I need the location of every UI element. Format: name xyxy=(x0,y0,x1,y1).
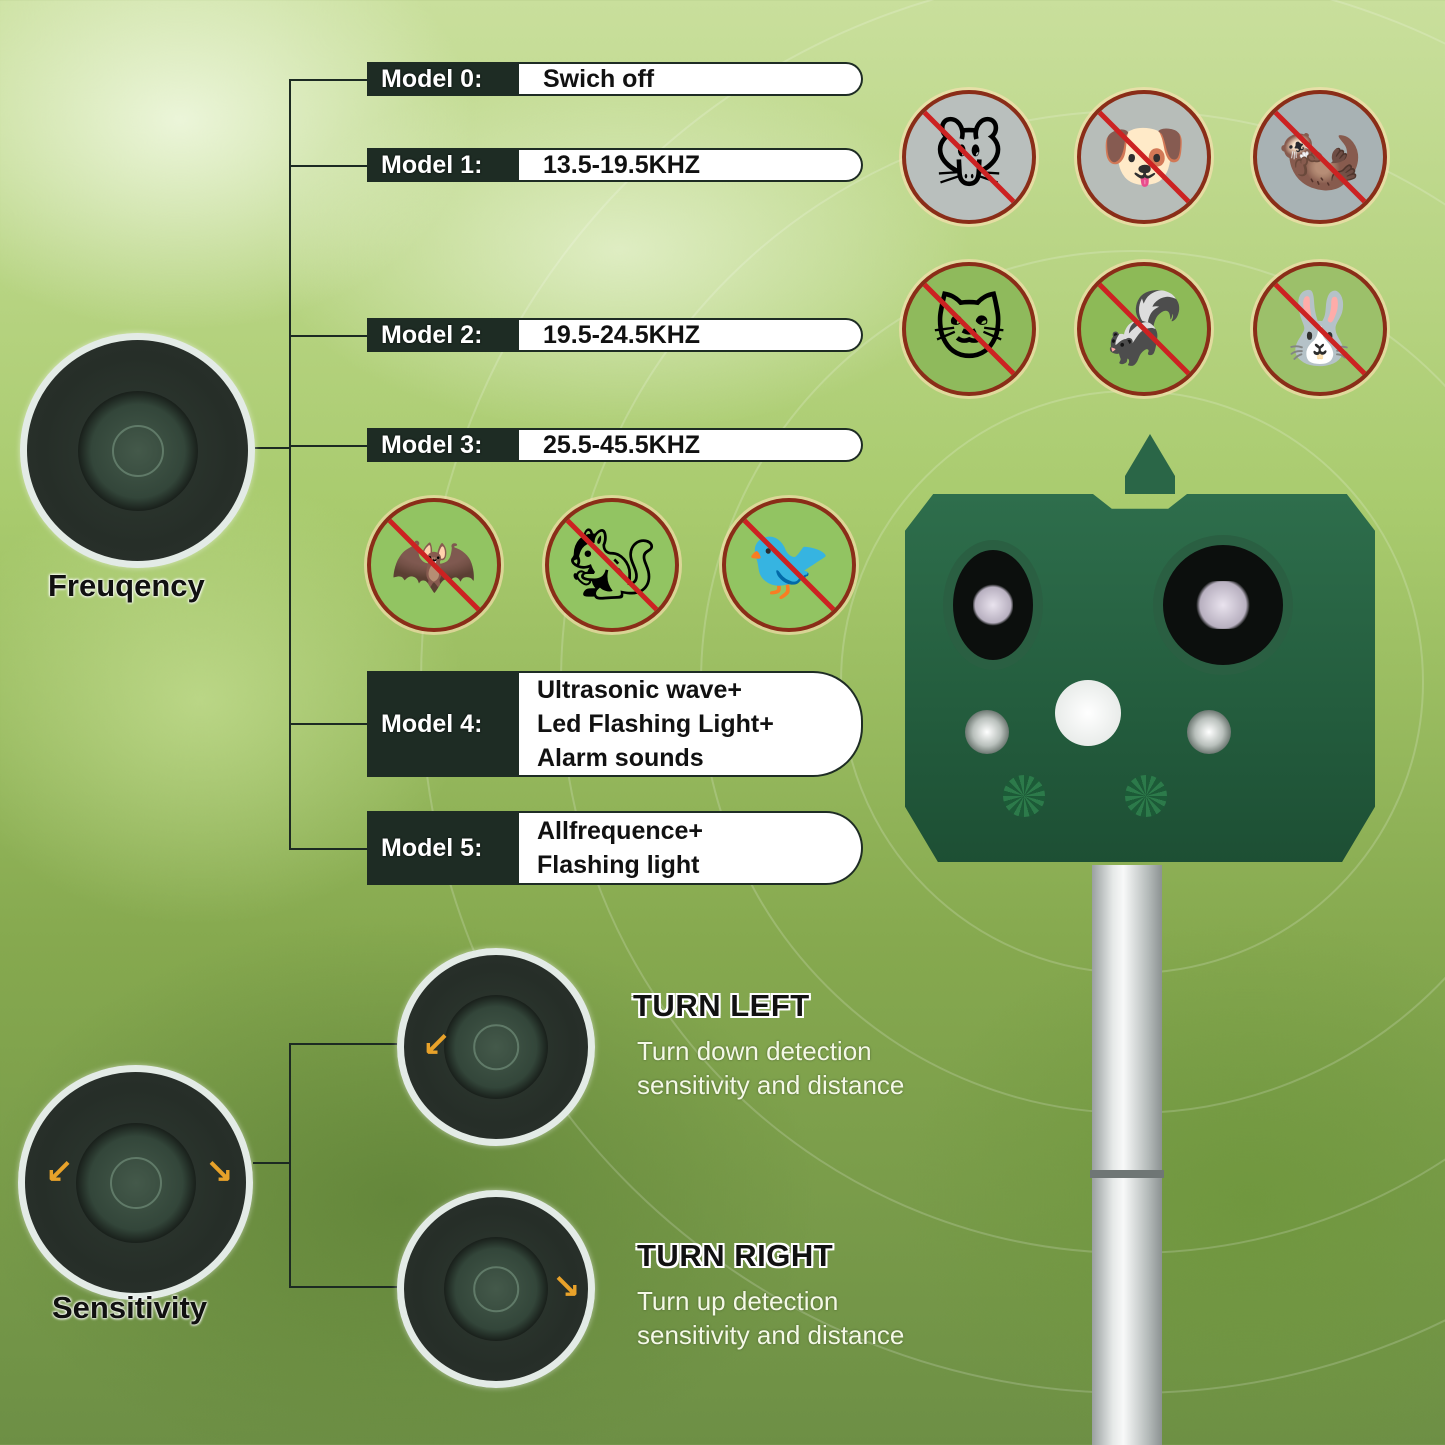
rotate-left-arrow-icon: ↙ xyxy=(45,1153,74,1191)
rotate-right-arrow-icon: ↘ xyxy=(552,1268,581,1306)
turn-right-knob-image: ↘ xyxy=(397,1190,595,1388)
mode-tree-branch xyxy=(289,848,367,850)
banned-bat-icon: 🦇 xyxy=(367,498,501,632)
mode-value: Ultrasonic wave+ Led Flashing Light+ Ala… xyxy=(519,671,863,777)
sensitivity-caption: Sensitivity xyxy=(52,1290,208,1325)
sensitivity-tree-trunk xyxy=(289,1043,291,1287)
mode-tree-branch xyxy=(289,165,367,167)
banned-skunk-icon: 🦨 xyxy=(1077,262,1211,396)
banned-bird-icon: 🐦 xyxy=(722,498,856,632)
mode-value-line: Led Flashing Light+ xyxy=(537,710,774,738)
mode-tree-branch xyxy=(289,79,367,81)
banned-rabbit-icon: 🐰 xyxy=(1253,262,1387,396)
turn-left-title: TURN LEFT xyxy=(633,988,810,1023)
frequency-connector xyxy=(255,447,291,449)
pole-joint xyxy=(1090,1170,1164,1178)
sensitivity-tree-branch xyxy=(289,1043,397,1045)
right-led-light xyxy=(1187,710,1231,754)
mode-value: Swich off xyxy=(519,62,863,96)
mode-row-5: Model 5: Allfrequence+ Flashing light xyxy=(367,811,863,885)
frequency-dial xyxy=(1003,775,1045,817)
mode-row-1: Model 1: 13.5-19.5KHZ xyxy=(367,148,863,182)
mode-label: Model 1: xyxy=(367,148,519,182)
stake-pole xyxy=(1092,865,1162,1445)
mode-label: Model 3: xyxy=(367,428,519,462)
sensitivity-tree-branch xyxy=(289,1286,397,1288)
turn-left-knob-image: ↙ xyxy=(397,948,595,1146)
mode-value-line: Ultrasonic wave+ xyxy=(537,676,742,704)
right-speaker xyxy=(1153,535,1293,675)
mode-row-4: Model 4: Ultrasonic wave+ Led Flashing L… xyxy=(367,671,863,777)
banned-dog-icon: 🐶 xyxy=(1077,90,1211,224)
mode-value: 19.5-24.5KHZ xyxy=(519,318,863,352)
mode-value: 25.5-45.5KHZ xyxy=(519,428,863,462)
frequency-caption: Freuqency xyxy=(48,568,205,603)
frequency-knob-image xyxy=(20,333,255,568)
turn-right-title: TURN RIGHT xyxy=(637,1238,834,1273)
banned-squirrel-icon: 🐿 xyxy=(545,498,679,632)
mode-label: Model 0: xyxy=(367,62,519,96)
mode-label: Model 2: xyxy=(367,318,519,352)
mode-value-line: Allfrequence+ xyxy=(537,817,704,845)
sensitivity-connector xyxy=(253,1162,291,1164)
banned-cat-icon: 🐱 xyxy=(902,262,1036,396)
left-speaker xyxy=(943,540,1043,670)
mode-row-2: Model 2: 19.5-24.5KHZ xyxy=(367,318,863,352)
repeller-device-image xyxy=(905,434,1375,865)
mode-row-3: Model 3: 25.5-45.5KHZ xyxy=(367,428,863,462)
banned-mouse-icon: 🐭 xyxy=(902,90,1036,224)
mode-value-line: Alarm sounds xyxy=(537,744,704,772)
rotate-left-arrow-icon: ↙ xyxy=(422,1026,451,1064)
mode-tree-branch xyxy=(289,335,367,337)
sensitivity-knob-image: ↙ ↘ xyxy=(18,1065,253,1300)
left-led-light xyxy=(965,710,1009,754)
mode-value-line: Flashing light xyxy=(537,851,700,879)
mode-tree-branch xyxy=(289,723,367,725)
mode-tree-trunk xyxy=(289,79,291,850)
rotate-right-arrow-icon: ↘ xyxy=(205,1153,234,1191)
mode-label: Model 4: xyxy=(367,671,519,777)
mode-value: Allfrequence+ Flashing light xyxy=(519,811,863,885)
sensitivity-dial xyxy=(1125,775,1167,817)
turn-right-description: Turn up detection sensitivity and distan… xyxy=(637,1286,905,1350)
mode-row-0: Model 0: Swich off xyxy=(367,62,863,96)
pir-motion-sensor xyxy=(1055,680,1121,746)
banned-marten-icon: 🦦 xyxy=(1253,90,1387,224)
mode-label: Model 5: xyxy=(367,811,519,885)
mode-value: 13.5-19.5KHZ xyxy=(519,148,863,182)
turn-left-description: Turn down detection sensitivity and dist… xyxy=(637,1036,905,1100)
hanging-hook xyxy=(1125,434,1175,494)
mode-tree-branch xyxy=(289,445,367,447)
